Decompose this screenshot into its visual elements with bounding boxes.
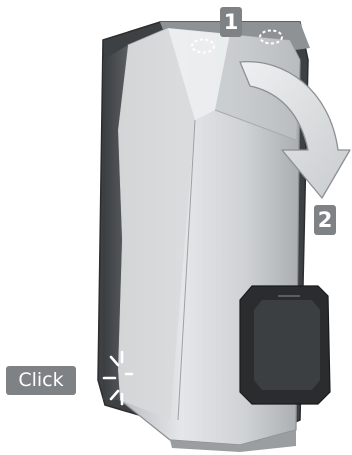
charging-socket	[240, 286, 330, 404]
step-2-badge: 2	[314, 205, 336, 235]
step-1-badge: 1	[220, 7, 242, 37]
click-label: Click	[6, 366, 76, 395]
